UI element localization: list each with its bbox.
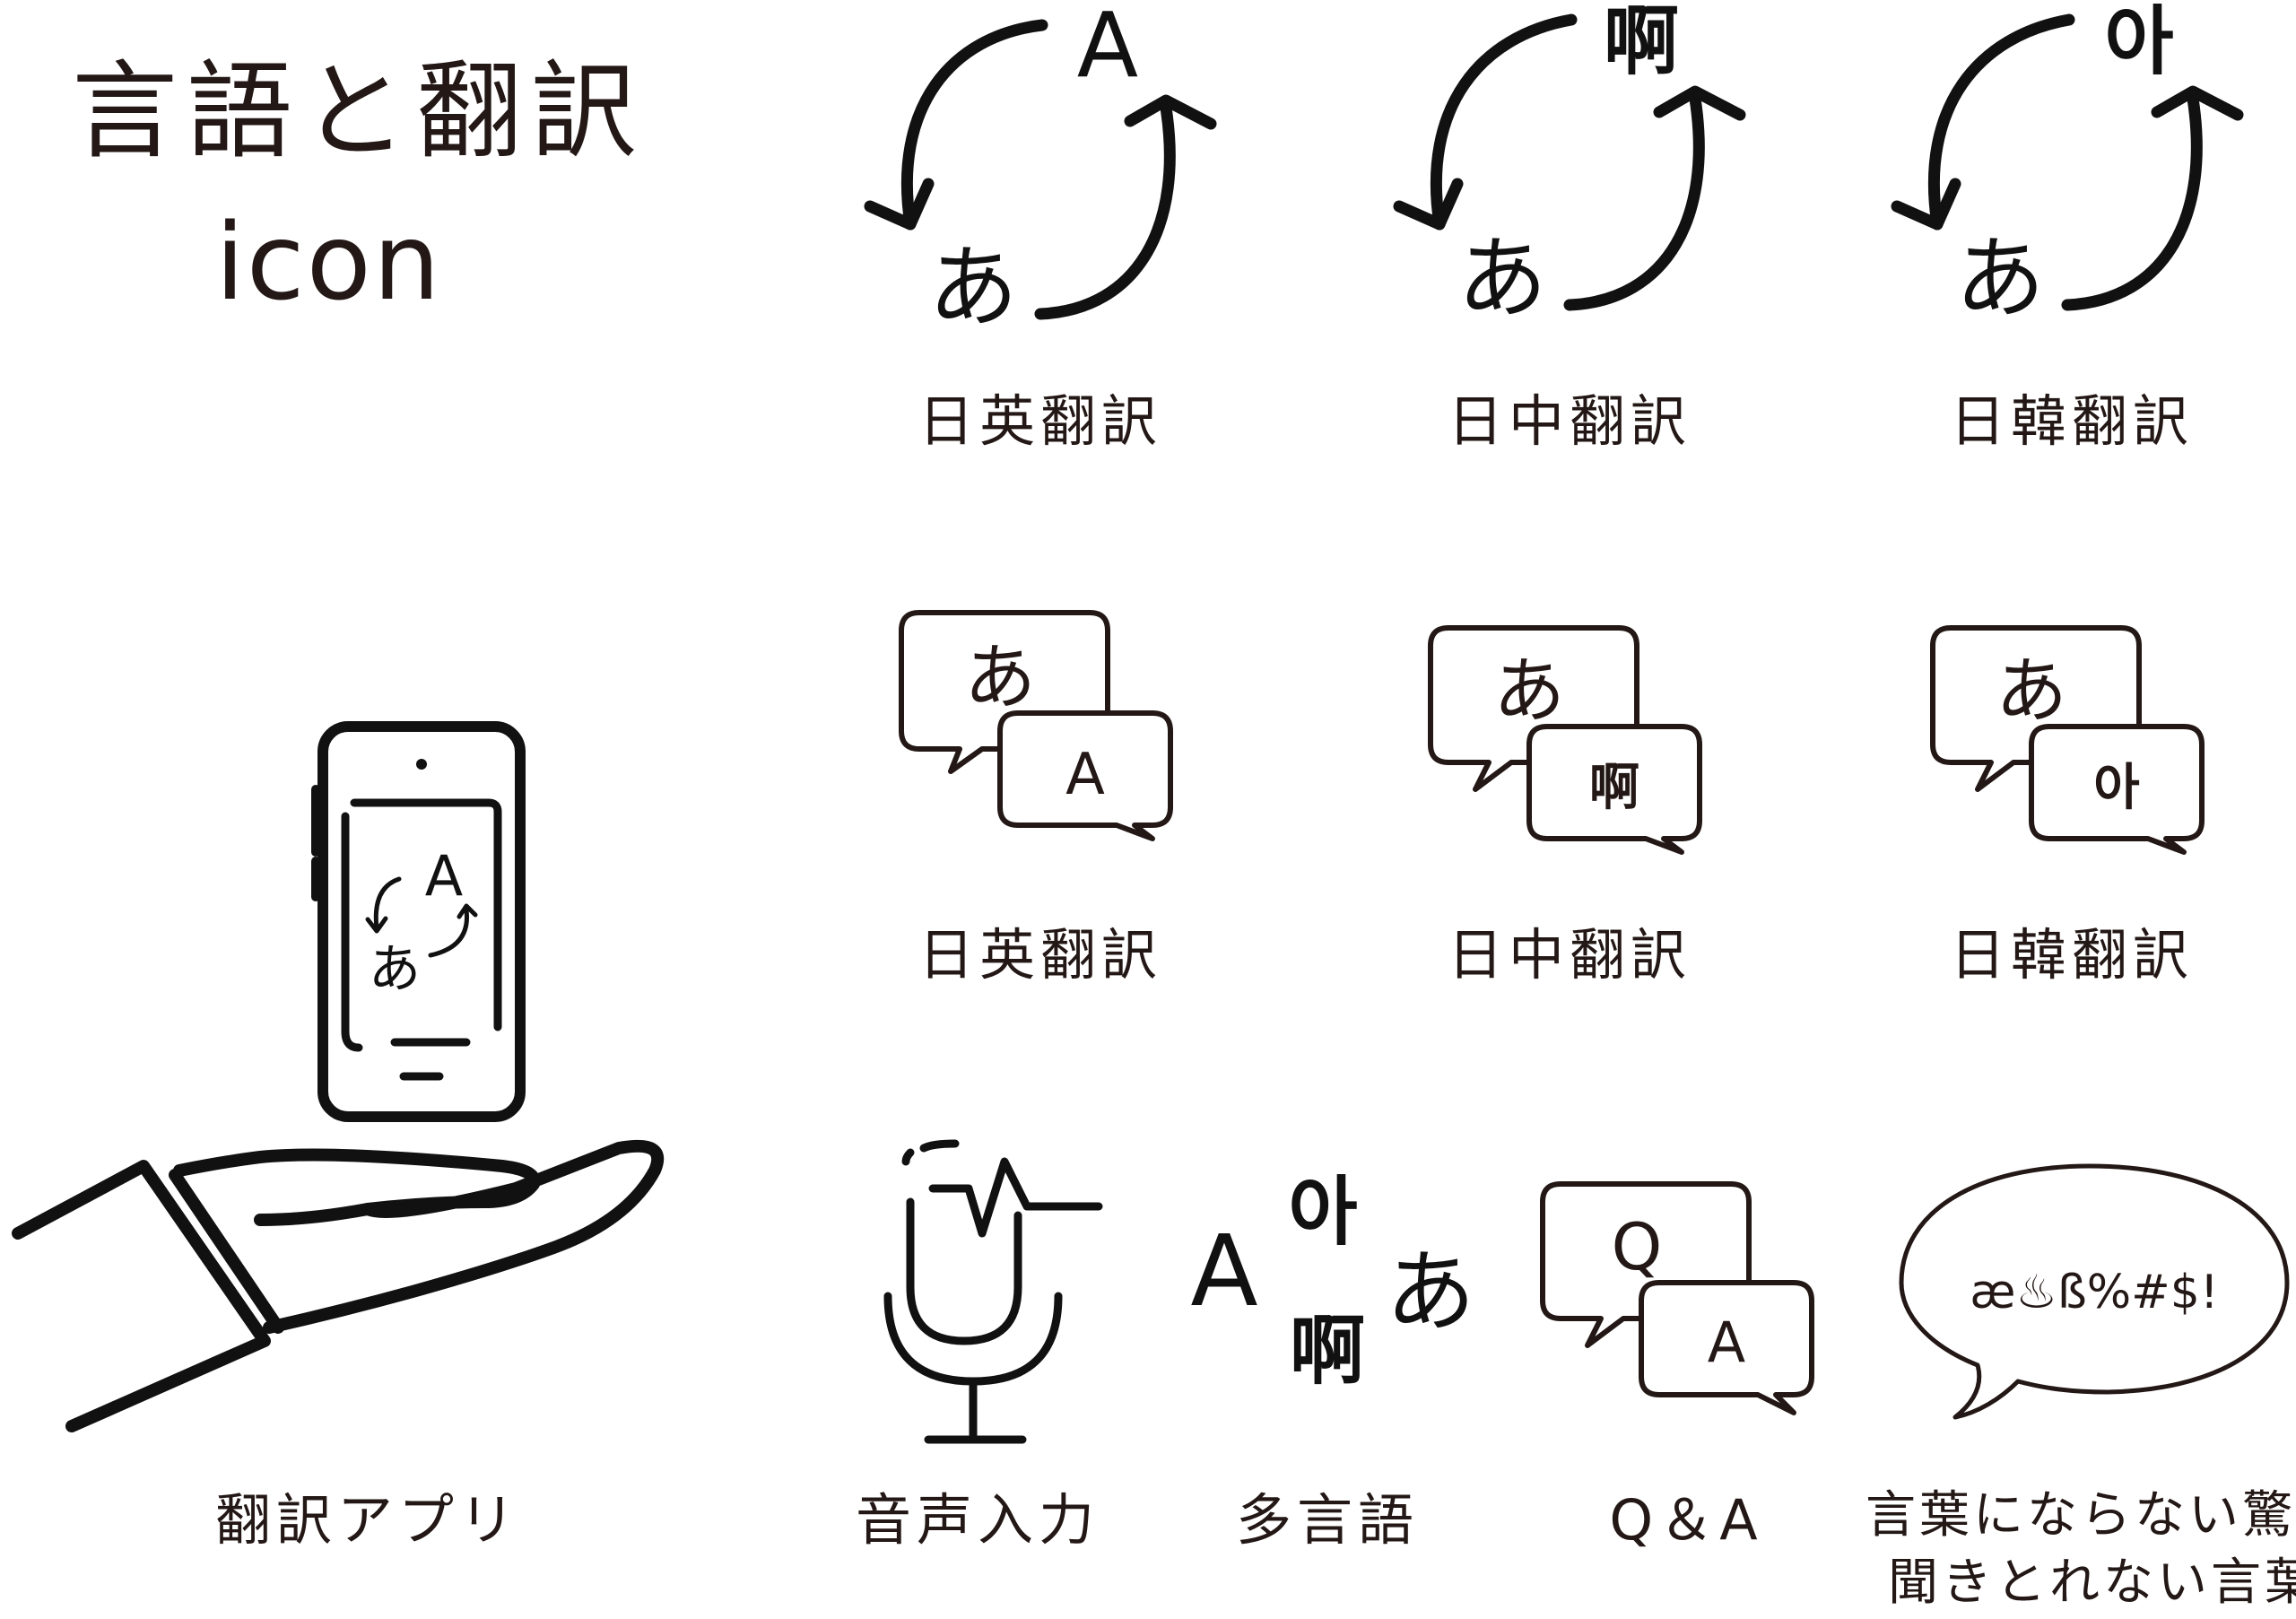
hiragana-glyph: あ [369,938,421,999]
translate-ko-bubble-icon: あ 아 [1930,625,2205,855]
hanzi-glyph: 啊 [1589,759,1639,817]
latin-glyph: A [1190,1214,1257,1328]
latin-glyph: A [1065,742,1105,808]
hanzi-glyph: 啊 [1290,1307,1365,1395]
label-speechless-line2: 聞きとれない言葉 [1888,1554,2296,1612]
hiragana-glyph: あ [964,636,1036,719]
hiragana-glyph: あ [1386,1240,1475,1345]
hangul-glyph: 아 [1288,1171,1357,1256]
translate-en-bubble-icon: あ A [899,610,1173,841]
page-title-line1: 言語と翻訳 [72,49,647,173]
translate-ko-cycle-icon: 아 あ [1891,0,2244,331]
translate-en-cycle-icon: A あ [864,0,1217,340]
hangul-glyph: 아 [2104,0,2173,85]
label-multilingual: 多言語 [1235,1487,1419,1553]
latin-glyph: A [1077,0,1138,98]
hiragana-glyph: あ [1493,649,1565,733]
label-translation-app: 翻訳アプリ [214,1487,520,1553]
page-title-line2: icon [215,200,442,324]
page-title: 言語と翻訳 icon [72,36,718,337]
hanzi-glyph: 啊 [1604,0,1679,85]
label-ja-ko-cycle: 日韓翻訳 [1949,388,2194,454]
translation-app-icon: A あ [12,721,665,1432]
q-glyph: Q [1612,1209,1663,1284]
label-ja-en-bubble: 日英翻訳 [918,922,1162,988]
latin-glyph: A [1708,1310,1745,1375]
translate-zh-bubble-icon: あ 啊 [1428,625,1702,855]
hangul-glyph: 아 [2093,759,2140,817]
translate-zh-cycle-icon: 啊 あ [1393,0,1746,331]
garbled-text: æ♨ß%#$! [1970,1266,2218,1319]
label-ja-zh-cycle: 日中翻訳 [1447,388,1692,454]
label-voice-input: 音声入力 [855,1487,1100,1553]
microphone-icon [883,1139,1103,1444]
label-ja-en-cycle: 日英翻訳 [918,388,1162,454]
garbled-speech-bubble-icon: æ♨ß%#$! [1899,1163,2290,1420]
latin-glyph: A [425,843,463,909]
hiragana-glyph: あ [1996,649,2067,733]
label-ja-ko-bubble: 日韓翻訳 [1949,922,2194,988]
hiragana-glyph: あ [1457,226,1547,331]
label-qa: Q＆A [1609,1487,1763,1553]
hiragana-glyph: あ [1955,226,2045,331]
hiragana-glyph: あ [928,235,1018,340]
multilingual-icon: A 아 啊 あ [1190,1171,1475,1395]
label-ja-zh-bubble: 日中翻訳 [1447,922,1692,988]
label-speechless-line1: 言葉にならない驚き [1866,1486,2296,1545]
qa-bubble-icon: Q A [1540,1181,1814,1415]
